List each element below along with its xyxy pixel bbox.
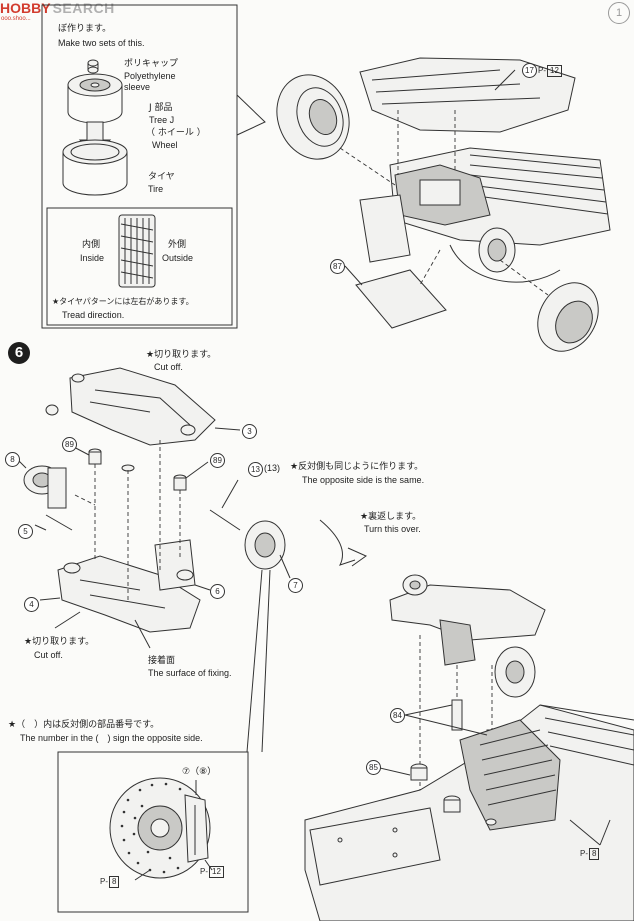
tread-note-en: Tread direction. xyxy=(62,310,125,320)
wheel-label-en: Wheel xyxy=(152,140,178,150)
callout-line-a xyxy=(246,569,263,753)
tire-label-en: Tire xyxy=(148,184,164,194)
opposite-note-en: The opposite side is the same. xyxy=(302,475,425,485)
page-ref-8-bottom: P-8 xyxy=(580,848,600,860)
brake-disc-drawing xyxy=(109,777,213,881)
inside-label-jp: 内側 xyxy=(82,240,101,250)
part-5: 5 xyxy=(18,524,33,539)
paren-note-en: The number in the ( ) sign the opposite … xyxy=(20,733,203,743)
tire-label-jp: タイヤ xyxy=(148,172,175,182)
cutoff-bottom-en: Cut off. xyxy=(34,650,63,660)
turn-note-jp: ★裏返します。 xyxy=(360,512,422,522)
tree-label-en: Tree J xyxy=(149,115,175,125)
watermark-logo: HOBBY SEARCH ooo.shoo... xyxy=(0,0,115,22)
part-13: 13 xyxy=(248,462,263,477)
step-number-6: 6 xyxy=(8,342,30,364)
watermark-brand-b: SEARCH xyxy=(52,0,115,16)
inset-bottom-label: ⑦（⑧） xyxy=(182,766,217,776)
tire-drawing xyxy=(62,139,128,196)
tread-pattern xyxy=(118,214,156,288)
page-ref-8-inset: P-8 xyxy=(100,876,120,888)
wheel-drawing xyxy=(67,73,123,124)
pin-5 xyxy=(34,494,96,531)
inset-header-en: Make two sets of this. xyxy=(58,38,145,48)
watermark-url: ooo.shoo... xyxy=(1,16,31,22)
bottom-right-assembly xyxy=(304,574,634,921)
poly-label-jp: ポリキャップ xyxy=(124,59,179,69)
part-89-left: 89 xyxy=(62,437,77,452)
turn-note-en: Turn this over. xyxy=(364,524,421,534)
inset-top-frame xyxy=(41,4,238,329)
tread-box-frame xyxy=(46,207,233,326)
callout-line-b xyxy=(261,569,271,753)
inside-label-en: Inside xyxy=(80,253,105,263)
part-17: 17 xyxy=(522,63,537,78)
tread-note-jp: ★タイヤパターンには左右があります。 xyxy=(52,297,194,306)
part-13-opposite: (13) xyxy=(264,463,281,473)
step6-lower-arm xyxy=(39,539,211,649)
inset-bottom-frame xyxy=(57,751,249,913)
part-7: 7 xyxy=(288,578,303,593)
part-6: 6 xyxy=(210,584,225,599)
watermark-brand-a: HOBBY xyxy=(0,0,51,16)
callout-wedge xyxy=(236,94,266,136)
page-ref-12-top: P-12 xyxy=(538,65,562,77)
page-number: 1 xyxy=(608,2,630,24)
cutoff-top-jp: ★切り取ります。 xyxy=(146,350,217,360)
part-89-right: 89 xyxy=(210,453,225,468)
cutoff-bottom-jp: ★切り取ります。 xyxy=(24,637,95,647)
knuckle-8 xyxy=(17,459,67,509)
page-ref-8-inset-num: 8 xyxy=(109,876,120,888)
page-ref-12-inset: P-12 xyxy=(200,866,224,878)
part-84: 84 xyxy=(390,708,405,723)
part-85: 85 xyxy=(366,760,381,775)
bushings-89 xyxy=(69,444,209,491)
wheel-label-jp: （ ホイール ） xyxy=(146,128,206,138)
fix-surface-en: The surface of fixing. xyxy=(148,668,232,678)
hub-7 xyxy=(209,479,291,579)
page-ref-12-top-num: 12 xyxy=(547,65,562,77)
outside-label-en: Outside xyxy=(162,253,194,263)
part-3: 3 xyxy=(242,424,257,439)
poly-label-en2: sleeve xyxy=(124,82,151,92)
top-right-assembly xyxy=(276,57,611,352)
poly-label-en1: Polyethylene xyxy=(124,71,176,81)
poly-cap xyxy=(87,59,99,67)
cutoff-top-en: Cut off. xyxy=(154,362,183,372)
tree-label-jp: J 部品 xyxy=(149,103,173,113)
part-8: 8 xyxy=(5,452,20,467)
paren-note-jp: ★（ ）内は反対側の部品番号です。 xyxy=(8,720,160,730)
page-ref-8-bottom-num: 8 xyxy=(589,848,600,860)
opposite-note-jp: ★反対側も同じように作ります。 xyxy=(290,462,424,472)
step6-upper-arm xyxy=(45,367,241,446)
fix-surface-jp: 接着面 xyxy=(148,656,176,666)
part-87: 87 xyxy=(330,259,345,274)
turn-arrow xyxy=(319,519,356,566)
inset-header-jp: ぼ作ります。 xyxy=(58,24,112,34)
outside-label-jp: 外側 xyxy=(168,240,187,250)
page-ref-12-inset-num: 12 xyxy=(209,866,224,878)
part-4: 4 xyxy=(24,597,39,612)
